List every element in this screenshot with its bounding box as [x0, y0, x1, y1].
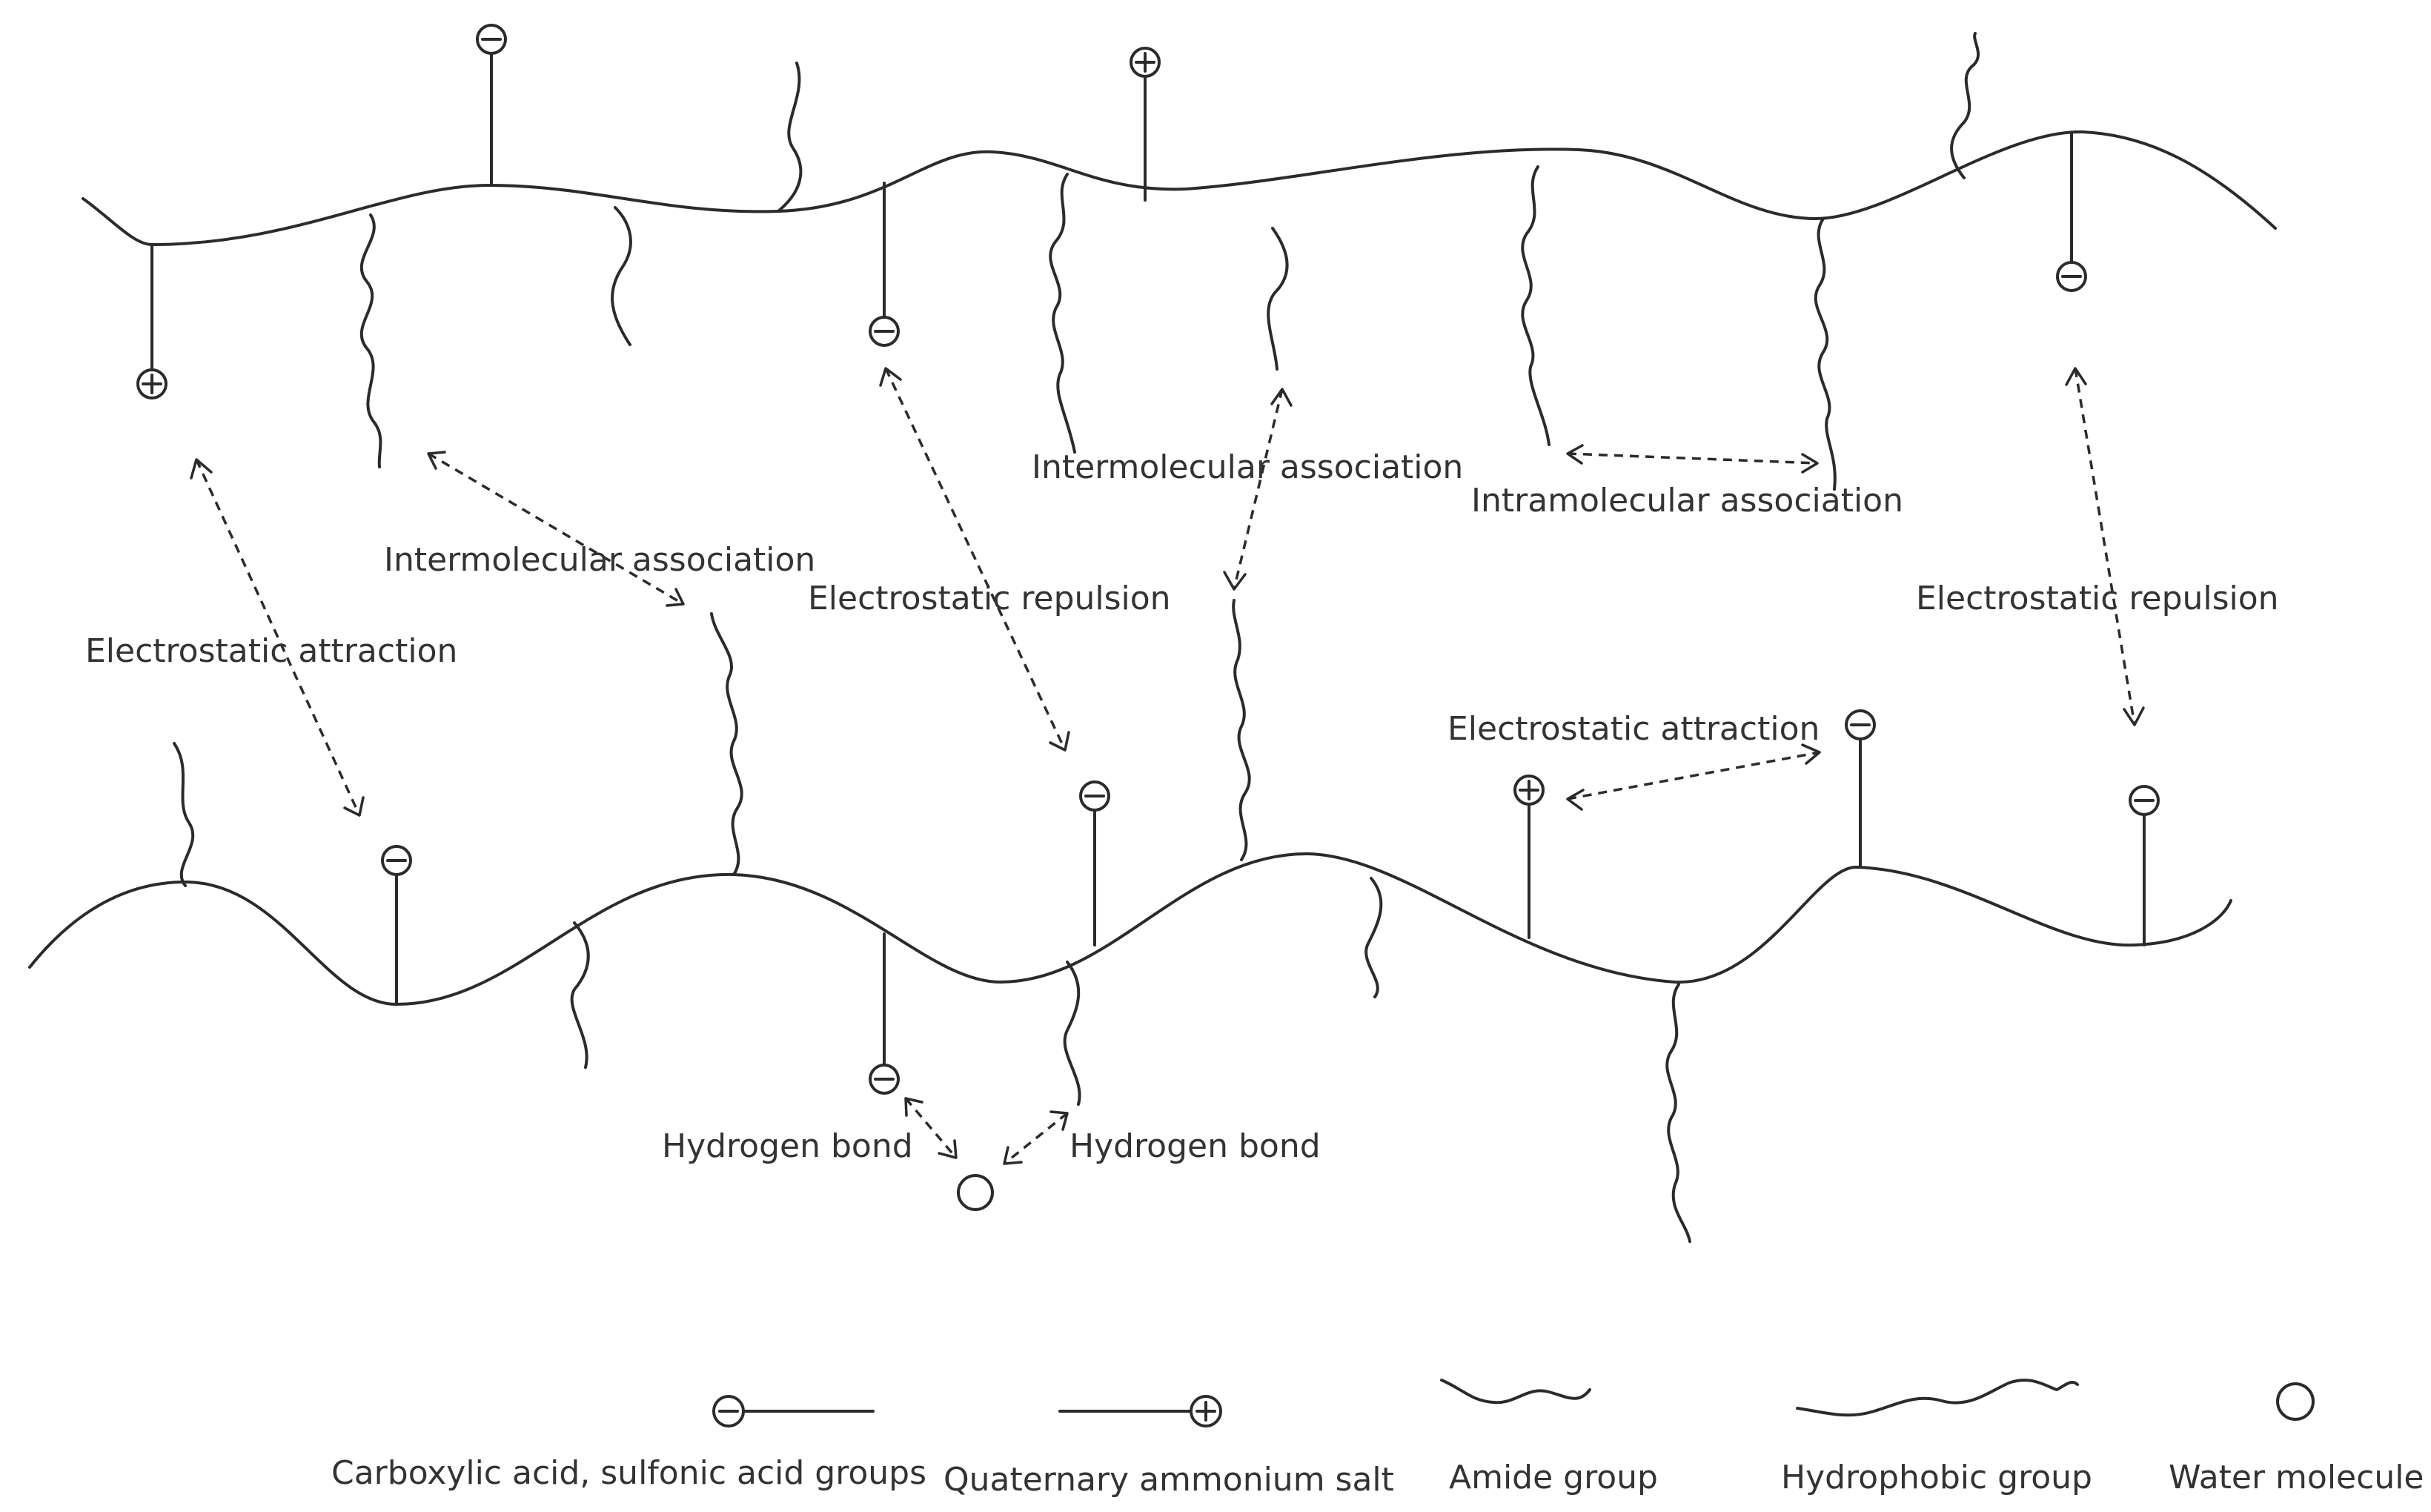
lower-negative-group-4	[1845, 709, 1876, 869]
legend: Carboxylic acid, sulfonic acid groups Qu…	[331, 1379, 2424, 1499]
lower-polymer-backbone	[28, 852, 2232, 1006]
arrow-intermolecular-association-center	[1223, 388, 1293, 591]
hydrophobic-group-lower-2	[1232, 599, 1251, 861]
arrow-intermolecular-association-left	[427, 451, 685, 607]
label-hydrogen-bond-left: Hydrogen bond	[662, 1127, 913, 1165]
legend-hydrophobic-symbol	[1796, 1379, 2079, 1417]
label-intermolecular-association-center: Intermolecular association	[1032, 448, 1463, 486]
hydrophobic-group-upper-4	[1814, 217, 1837, 491]
amide-group-lower-1	[173, 742, 195, 887]
legend-hydrophobic-label: Hydrophobic group	[1781, 1459, 2092, 1496]
label-electrostatic-repulsion-center: Electrostatic repulsion	[808, 580, 1171, 617]
legend-amide-symbol	[1440, 1379, 1591, 1405]
amide-group-lower-2	[570, 921, 590, 1069]
label-electrostatic-attraction-right: Electrostatic attraction	[1447, 710, 1820, 748]
legend-anionic-symbol	[712, 1395, 875, 1428]
water-molecule-icon	[957, 1174, 994, 1211]
upper-negative-group-3	[2056, 132, 2087, 292]
amide-group-upper-1	[611, 206, 632, 346]
amide-group-upper-4	[1950, 32, 1980, 179]
label-electrostatic-repulsion-right: Electrostatic repulsion	[1916, 580, 2279, 617]
upper-negative-group-2	[869, 182, 900, 347]
legend-amide-label: Amide group	[1449, 1459, 1658, 1496]
label-intermolecular-association-left: Intermolecular association	[384, 541, 815, 579]
hydrophobic-group-lower-3	[1665, 983, 1691, 1243]
legend-water-symbol	[2276, 1382, 2315, 1421]
upper-positive-group-1	[136, 243, 168, 399]
legend-water-label: Water molecule	[2169, 1459, 2424, 1496]
upper-negative-group-1	[476, 24, 507, 187]
legend-cationic-label: Quaternary ammonium salt	[943, 1461, 1394, 1499]
arrow-electrostatic-attraction-left	[190, 458, 365, 817]
lower-negative-group-3	[869, 932, 900, 1095]
lower-negative-group-2	[1079, 780, 1110, 946]
amide-group-upper-3	[1267, 227, 1289, 371]
lower-negative-group-1	[381, 845, 412, 1006]
arrow-electrostatic-repulsion-right	[2065, 367, 2145, 726]
amide-group-lower-4	[1364, 877, 1383, 998]
legend-anionic-label: Carboxylic acid, sulfonic acid groups	[331, 1454, 926, 1492]
legend-cationic-symbol	[1058, 1395, 1222, 1428]
upper-positive-group-2	[1130, 47, 1161, 202]
lower-positive-group-1	[1513, 775, 1545, 939]
hydrophobic-group-upper-2	[1049, 173, 1076, 454]
amide-group-lower-3	[1063, 961, 1081, 1106]
label-hydrogen-bond-right: Hydrogen bond	[1069, 1127, 1321, 1165]
upper-polymer-backbone	[82, 130, 2277, 246]
arrow-electrostatic-attraction-right	[1566, 743, 1821, 811]
arrow-intramolecular-association	[1566, 444, 1819, 474]
hydrophobic-group-lower-1	[710, 612, 743, 876]
amide-group-upper-2	[777, 62, 803, 213]
arrow-hydrogen-bond-right	[1003, 1110, 1069, 1165]
arrow-hydrogen-bond-left	[904, 1097, 958, 1159]
label-electrostatic-attraction-left: Electrostatic attraction	[85, 632, 457, 670]
arrow-electrostatic-repulsion-center	[879, 367, 1070, 752]
hydrophobic-group-upper-3	[1521, 165, 1551, 446]
lower-negative-group-5	[2129, 785, 2160, 946]
hydrophobic-group-upper-1	[359, 213, 382, 468]
label-intramolecular-association: Intramolecular association	[1471, 482, 1903, 520]
